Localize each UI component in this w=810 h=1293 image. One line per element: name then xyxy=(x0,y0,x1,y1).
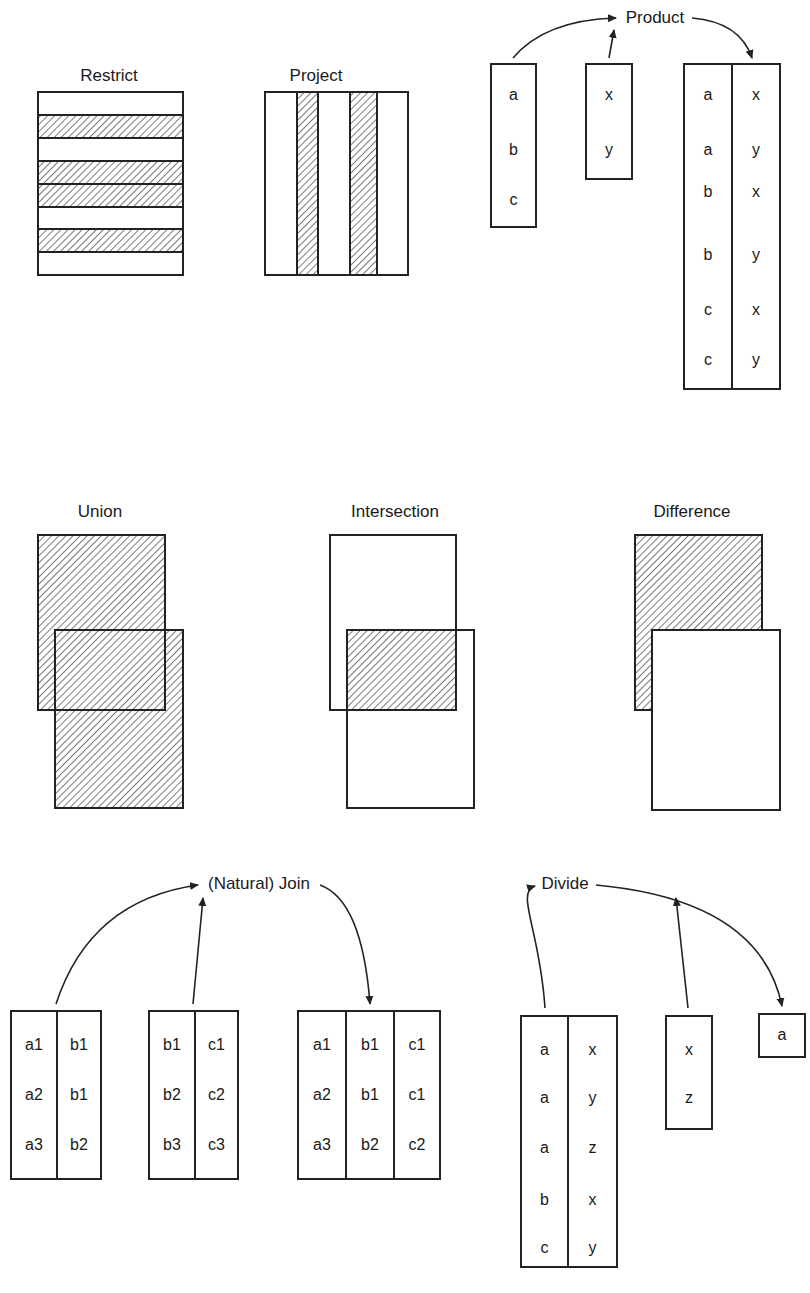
difference-figure xyxy=(635,535,780,810)
relation-column: b1 b1 b2 xyxy=(345,1010,395,1180)
tuple-value: a2 xyxy=(299,1085,345,1105)
operator-name: Difference xyxy=(651,502,732,522)
tuple-value: c1 xyxy=(395,1035,439,1055)
pointer-arrow xyxy=(527,886,545,1008)
relation-column: a1 a2 a3 xyxy=(10,1010,58,1180)
pointer-arrow xyxy=(320,885,370,1004)
tuple-value: x xyxy=(733,85,779,105)
relation-column: a xyxy=(758,1013,806,1058)
tuple-value: y xyxy=(569,1088,616,1108)
tuple-value: c3 xyxy=(196,1135,237,1155)
tuple-value: a xyxy=(685,140,731,160)
tuple-value: y xyxy=(587,140,631,160)
tuple-value: a xyxy=(522,1088,567,1108)
operator-name: Restrict xyxy=(78,66,140,86)
relation-column: x y x y x y xyxy=(731,63,781,390)
tuple-value: a xyxy=(492,85,535,105)
operator-name: Divide xyxy=(539,874,590,894)
tuple-value: y xyxy=(733,140,779,160)
tuple-value: a1 xyxy=(299,1035,345,1055)
tuple-value: b xyxy=(685,245,731,265)
tuple-value: a1 xyxy=(12,1035,56,1055)
project-figure xyxy=(265,92,408,275)
tuple-value: b1 xyxy=(347,1035,393,1055)
relation-column: a1 a2 a3 xyxy=(297,1010,347,1180)
operator-name: Product xyxy=(624,8,687,28)
operator-name: (Natural) Join xyxy=(206,874,312,894)
tuple-value: x xyxy=(733,182,779,202)
relation-column: c1 c1 c2 xyxy=(393,1010,441,1180)
tuple-value: b3 xyxy=(150,1135,194,1155)
tuple-value: c xyxy=(522,1238,567,1258)
tuple-value: b1 xyxy=(58,1035,100,1055)
tuple-value: c2 xyxy=(395,1135,439,1155)
tuple-value: b2 xyxy=(58,1135,100,1155)
tuple-value: c2 xyxy=(196,1085,237,1105)
relation-column: xy xyxy=(585,63,633,180)
tuple-value: c1 xyxy=(395,1085,439,1105)
tuple-value: x xyxy=(587,85,631,105)
tuple-value: a xyxy=(685,85,731,105)
pointer-arrow xyxy=(609,30,614,58)
tuple-value: b1 xyxy=(150,1035,194,1055)
restrict-figure xyxy=(38,92,183,275)
tuple-value: c xyxy=(492,190,535,210)
relation-column: c1 c2 c3 xyxy=(194,1010,239,1180)
tuple-value: b xyxy=(492,140,535,160)
pointer-arrow xyxy=(56,885,198,1004)
union-figure xyxy=(38,535,183,808)
tuple-value: b1 xyxy=(58,1085,100,1105)
tuple-value: a3 xyxy=(299,1135,345,1155)
tuple-value: x xyxy=(569,1040,616,1060)
tuple-value: b xyxy=(522,1190,567,1210)
tuple-value: x xyxy=(733,300,779,320)
operator-name: Project xyxy=(288,66,345,86)
tuple-value: c1 xyxy=(196,1035,237,1055)
relation-column: x y z x y xyxy=(567,1015,618,1268)
intersection-figure xyxy=(330,535,474,808)
tuple-value: b1 xyxy=(347,1085,393,1105)
relation-column: b1 b1 b2 xyxy=(56,1010,102,1180)
tuple-value: z xyxy=(667,1088,711,1108)
tuple-value: a xyxy=(522,1138,567,1158)
tuple-value: b2 xyxy=(150,1085,194,1105)
tuple-value: c xyxy=(685,300,731,320)
relation-column: b1 b2 b3 xyxy=(148,1010,196,1180)
relation-column: a b c xyxy=(490,63,537,228)
tuple-value: y xyxy=(733,350,779,370)
tuple-value: a xyxy=(522,1040,567,1060)
tuple-value: x xyxy=(667,1040,711,1060)
relation-column: xz xyxy=(665,1015,713,1130)
tuple-value: b2 xyxy=(347,1135,393,1155)
pointer-arrow xyxy=(596,885,782,1006)
tuple-value: z xyxy=(569,1138,616,1158)
relation-column: a a a b c xyxy=(520,1015,569,1268)
pointer-arrow xyxy=(676,898,688,1008)
tuple-value: y xyxy=(733,245,779,265)
pointer-arrow xyxy=(193,898,203,1004)
pointer-arrow xyxy=(513,18,616,58)
tuple-value: c xyxy=(685,350,731,370)
operator-name: Union xyxy=(76,502,124,522)
tuple-value: b xyxy=(685,182,731,202)
relation-column: a a b b c c xyxy=(683,63,733,390)
pointer-arrow xyxy=(692,18,752,58)
tuple-value: x xyxy=(569,1190,616,1210)
tuple-value: a xyxy=(760,1025,804,1045)
tuple-value: y xyxy=(569,1238,616,1258)
operator-name: Intersection xyxy=(349,502,441,522)
tuple-value: a2 xyxy=(12,1085,56,1105)
tuple-value: a3 xyxy=(12,1135,56,1155)
